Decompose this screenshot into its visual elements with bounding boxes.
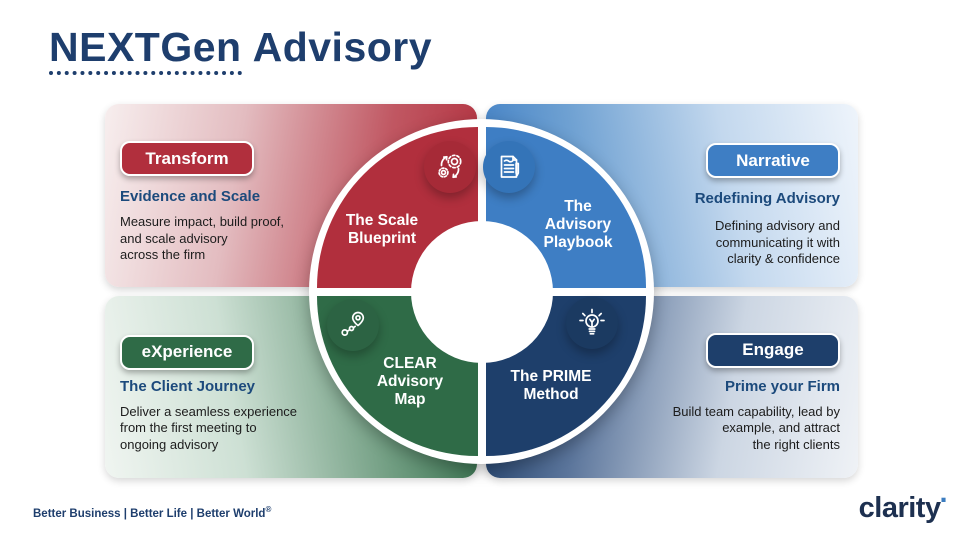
experience-description: Deliver a seamless experience from the f… bbox=[120, 403, 298, 452]
engage-subtitle: Prime your Firm bbox=[724, 377, 840, 395]
transform-button[interactable]: Transform bbox=[120, 141, 254, 176]
narrative-description: Defining advisory and communicating it w… bbox=[714, 218, 840, 267]
clarity-logo: clarity. bbox=[858, 477, 948, 525]
registered-mark: ® bbox=[265, 505, 272, 514]
footer-tagline: Better Business | Better Life | Better W… bbox=[33, 505, 271, 520]
transform-subtitle: Evidence and Scale bbox=[120, 188, 261, 205]
title-acronym: NEXTGen bbox=[49, 24, 242, 75]
clarity-logo-dot: . bbox=[939, 477, 947, 509]
engage-button[interactable]: Engage bbox=[706, 332, 840, 368]
wheel-label-clear-advisory-map: CLEAR Advisory Map bbox=[376, 355, 444, 408]
wheel-label-scale-blueprint: The Scale Blueprint bbox=[345, 212, 419, 247]
center-wheel bbox=[309, 119, 654, 464]
engage-description: Build team capability, lead by example, … bbox=[672, 403, 840, 452]
narrative-subtitle: Redefining Advisory bbox=[694, 190, 840, 207]
route-map-icon bbox=[327, 299, 379, 351]
transform-description: Measure impact, build proof, and scale a… bbox=[120, 214, 285, 263]
wheel-ring bbox=[309, 119, 654, 464]
title-rest: Advisory bbox=[252, 24, 433, 70]
narrative-button[interactable]: Narrative bbox=[706, 143, 840, 178]
wheel-label-advisory-playbook: The Advisory Playbook bbox=[543, 198, 613, 251]
wheel-label-prime-method: The PRIME Method bbox=[510, 368, 592, 403]
document-pencil-icon bbox=[483, 141, 535, 193]
gears-sync-icon bbox=[424, 141, 476, 193]
clarity-logo-text: clarity bbox=[858, 492, 939, 524]
footer-tagline-text: Better Business | Better Life | Better W… bbox=[33, 507, 266, 520]
lightbulb-icon bbox=[566, 297, 618, 349]
wheel-hole bbox=[410, 220, 553, 363]
experience-subtitle: The Client Journey bbox=[120, 377, 256, 395]
experience-button[interactable]: eXperience bbox=[120, 334, 254, 370]
